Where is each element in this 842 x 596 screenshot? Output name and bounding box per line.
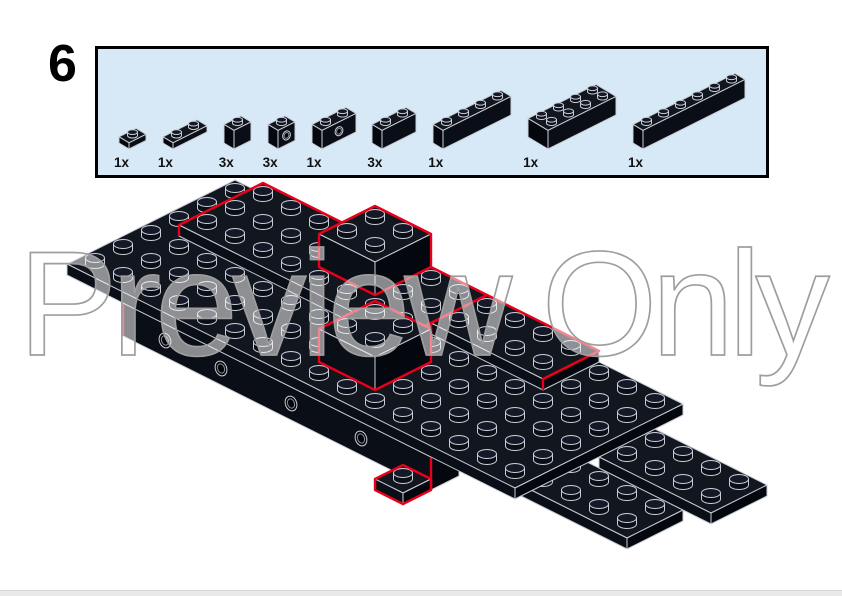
- part-quantity: 1x: [157, 154, 173, 170]
- part-item: 1x: [158, 110, 212, 170]
- part-item: 1x: [114, 119, 151, 170]
- part-item: 3x: [219, 106, 256, 170]
- part-quantity: 1x: [628, 154, 644, 170]
- parts-panel: 1x 1x 3x 3x 1x 3x 1x 1x 1x: [95, 46, 769, 178]
- part-quantity: 3x: [367, 154, 383, 170]
- part-image-brick-1x2-technic: [311, 106, 356, 149]
- part-image-plate-1x1: [118, 127, 147, 149]
- assembly-diagram: [66, 179, 768, 550]
- part-image-brick-2x4: [527, 83, 617, 149]
- assembly-diagram-wrap: [0, 170, 842, 570]
- part-item: 1x: [307, 98, 361, 170]
- part-image-brick-1x2: [371, 106, 417, 149]
- part-quantity: 1x: [114, 154, 130, 170]
- part-image-brick-1x6: [632, 72, 746, 149]
- part-image-brick-1x1-technic: [267, 114, 296, 149]
- part-item: 1x: [628, 64, 750, 170]
- part-image-plate-1x2: [162, 118, 208, 149]
- part-quantity: 1x: [306, 154, 322, 170]
- part-quantity: 1x: [523, 154, 539, 170]
- part-item: 1x: [428, 81, 516, 170]
- part-image-brick-1x1: [223, 114, 252, 149]
- part-quantity: 3x: [218, 154, 234, 170]
- part-quantity: 1x: [428, 154, 444, 170]
- step-number: 6: [48, 35, 77, 93]
- part-image-brick-1x4: [432, 89, 512, 149]
- part-item: 3x: [263, 106, 300, 170]
- part-item: 3x: [367, 98, 421, 170]
- page-bottom-bar: [0, 590, 842, 596]
- part-quantity: 3x: [262, 154, 278, 170]
- part-item: 1x: [523, 75, 621, 170]
